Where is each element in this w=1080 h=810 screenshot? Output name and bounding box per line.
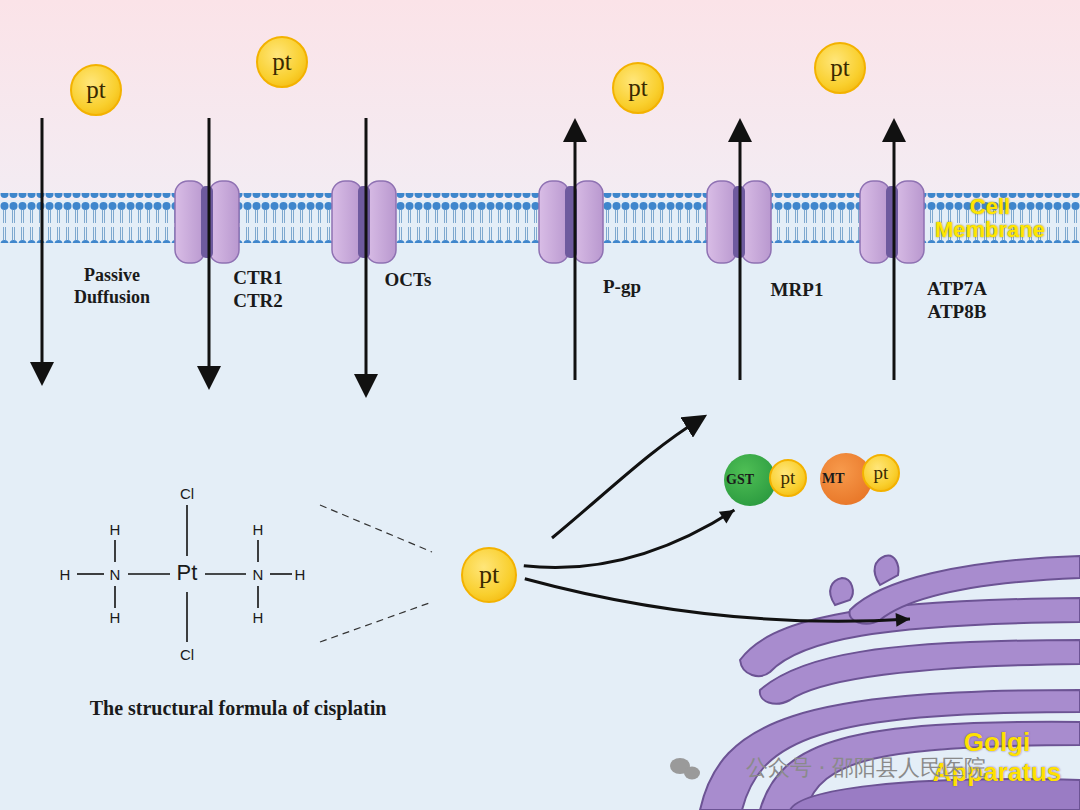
atom-symbol: H xyxy=(253,609,264,627)
atom-symbol: H xyxy=(110,609,121,627)
node-label: pt xyxy=(86,76,105,104)
node-label: GST xyxy=(726,472,754,488)
node-label: pt xyxy=(628,74,647,102)
membrane-label: Cell Membrane xyxy=(930,195,1050,241)
transporter-label: CTR1 CTR2 xyxy=(228,267,288,313)
arrow-connector xyxy=(524,510,735,568)
node-label: pt xyxy=(479,560,499,590)
transporter-label: P-gp xyxy=(603,276,641,299)
atom-symbol: N xyxy=(110,566,121,584)
platinum-ball: pt xyxy=(612,62,664,114)
platinum-ball: pt xyxy=(814,42,866,94)
platinum-ball: pt xyxy=(769,459,807,497)
golgi-region: Golgi Apparatus xyxy=(740,615,1080,810)
node-label: pt xyxy=(830,54,849,82)
transporter-label: OCTs xyxy=(385,269,432,292)
atom-symbol: H xyxy=(110,521,121,539)
atom-symbol: Cl xyxy=(180,485,194,503)
atom-symbol: Cl xyxy=(180,646,194,664)
node-label: MT xyxy=(822,471,845,487)
transporter-label: ATP7A ATP8B xyxy=(917,278,997,324)
atom-symbol: N xyxy=(253,566,264,584)
atom-symbol: H xyxy=(295,566,306,584)
atom-symbol: Pt xyxy=(177,560,198,586)
transporter-label: MRP1 xyxy=(771,279,824,302)
arrow-connector xyxy=(525,579,910,627)
node-label: pt xyxy=(874,462,889,484)
transporter-label: Passive Duffusion xyxy=(57,265,167,308)
atom-symbol: H xyxy=(60,566,71,584)
platinum-ball: pt xyxy=(862,454,900,492)
node-label: pt xyxy=(781,467,796,489)
atom-symbol: H xyxy=(253,521,264,539)
platinum-ball: pt xyxy=(461,547,517,603)
figure-caption: The structural formula of cisplatin xyxy=(90,696,387,720)
watermark: 公众号 · 邵阳县人民医院 xyxy=(746,755,987,781)
platinum-ball: pt xyxy=(70,64,122,116)
platinum-ball: pt xyxy=(256,36,308,88)
node-label: pt xyxy=(272,48,291,76)
